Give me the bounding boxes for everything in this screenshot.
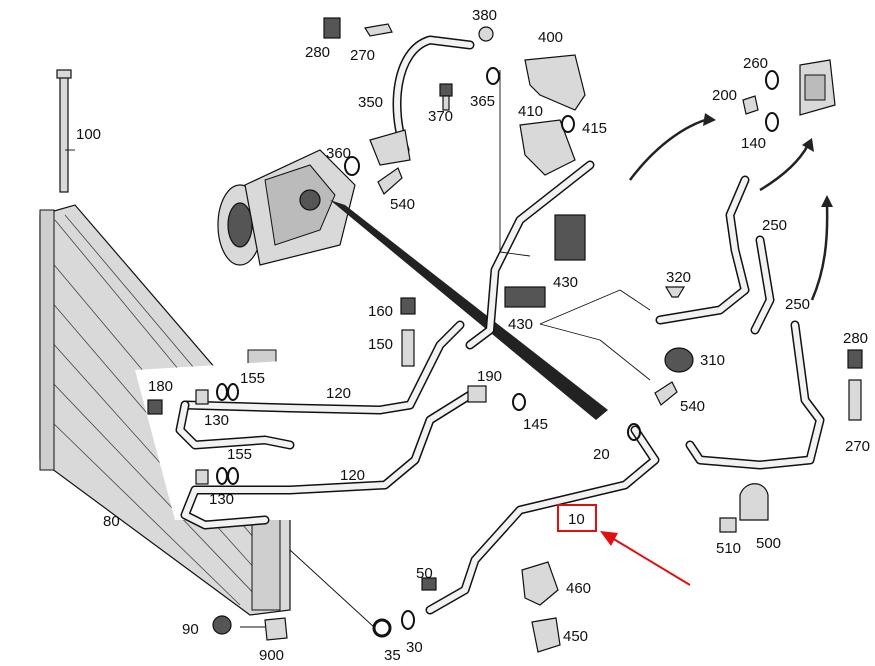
callout-370: 370 xyxy=(428,108,453,125)
callout-510: 510 xyxy=(716,540,741,557)
callout-415: 415 xyxy=(582,120,607,137)
arrow-to-valve-3 xyxy=(810,204,829,301)
callout-540-top: 540 xyxy=(390,196,415,213)
callout-280-top: 280 xyxy=(305,44,330,61)
pipe-120-lower xyxy=(180,390,475,530)
callout-50: 50 xyxy=(416,565,433,582)
callout-120-upper: 120 xyxy=(326,385,351,402)
red-arrow-shaft xyxy=(611,537,691,586)
arrowhead-1 xyxy=(703,113,716,126)
callout-80: 80 xyxy=(103,513,120,530)
highlight-box-10 xyxy=(557,504,597,532)
callout-260: 260 xyxy=(743,55,768,72)
callout-labels: 380 400 280 270 350 370 365 410 415 260 … xyxy=(76,7,870,664)
callout-200: 200 xyxy=(712,87,737,104)
callout-155-lower: 155 xyxy=(227,446,252,463)
highlight xyxy=(557,504,691,586)
callout-270-right: 270 xyxy=(845,438,870,455)
compressor xyxy=(217,149,356,266)
pipe-10 xyxy=(425,425,660,615)
callout-270-top: 270 xyxy=(350,47,375,64)
red-arrow-head xyxy=(600,531,618,546)
callout-350: 350 xyxy=(358,94,383,111)
callout-450: 450 xyxy=(563,628,588,645)
callout-400: 400 xyxy=(538,29,563,46)
callout-120-lower: 120 xyxy=(340,467,365,484)
leader-lines xyxy=(65,70,651,629)
arrow-to-valve-1 xyxy=(629,118,706,181)
callout-155-upper: 155 xyxy=(240,370,265,387)
dryer-cartridge xyxy=(56,69,72,193)
pipe-250 xyxy=(655,175,825,470)
callout-430-upper: 430 xyxy=(553,274,578,291)
callout-250-lower: 250 xyxy=(785,296,810,313)
callout-10: 10 xyxy=(568,511,585,528)
callout-250-upper: 250 xyxy=(762,217,787,234)
callout-180: 180 xyxy=(148,378,173,395)
callout-410: 410 xyxy=(518,103,543,120)
callout-310: 310 xyxy=(700,352,725,369)
small-parts xyxy=(147,17,863,653)
callout-35: 35 xyxy=(384,647,401,664)
callout-365: 365 xyxy=(470,93,495,110)
arrowhead-2 xyxy=(802,138,814,152)
callout-460: 460 xyxy=(566,580,591,597)
callout-140: 140 xyxy=(741,135,766,152)
callout-900: 900 xyxy=(259,647,284,664)
callout-380: 380 xyxy=(472,7,497,24)
callout-430-lower: 430 xyxy=(508,316,533,333)
expansion-valve xyxy=(742,59,836,132)
pointer-wedge xyxy=(330,200,608,420)
hose-350 xyxy=(369,35,475,166)
callout-160: 160 xyxy=(368,303,393,320)
callout-30: 30 xyxy=(406,639,423,656)
callout-320: 320 xyxy=(666,269,691,286)
pipe-410 xyxy=(175,160,595,450)
callout-500: 500 xyxy=(756,535,781,552)
callout-150: 150 xyxy=(368,336,393,353)
callout-190: 190 xyxy=(477,368,502,385)
arrow-to-valve-2 xyxy=(759,144,810,192)
callout-100: 100 xyxy=(76,126,101,143)
callout-360: 360 xyxy=(326,145,351,162)
callout-20: 20 xyxy=(593,446,610,463)
callout-90: 90 xyxy=(182,621,199,638)
callout-145: 145 xyxy=(523,416,548,433)
callout-280-right: 280 xyxy=(843,330,868,347)
callout-540-mid: 540 xyxy=(680,398,705,415)
callout-130-lower: 130 xyxy=(209,491,234,508)
arrowhead-3 xyxy=(821,195,833,207)
callout-130-upper: 130 xyxy=(204,412,229,429)
